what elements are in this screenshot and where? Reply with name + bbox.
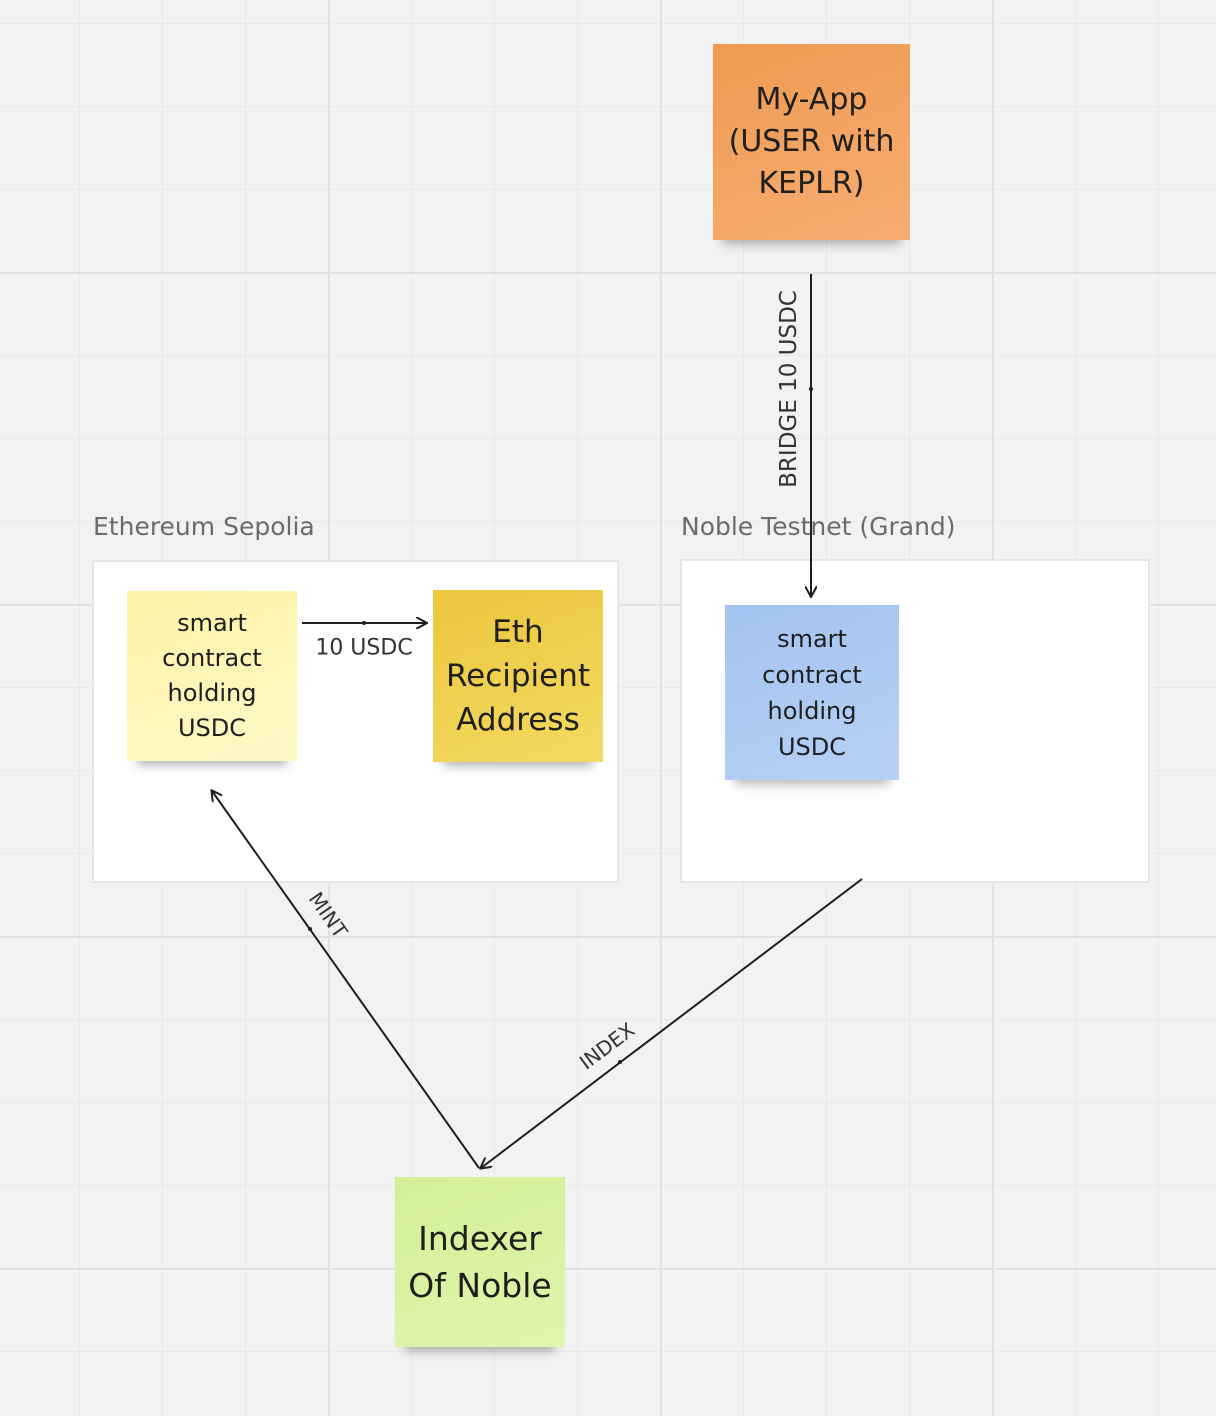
bridge-connector-midpoint — [809, 387, 813, 391]
sticky-eth-recipient-text: Eth Recipient Address — [445, 614, 591, 738]
frame-title-ethereum-sepolia: Ethereum Sepolia — [93, 512, 315, 541]
bridge-connector-label: BRIDGE 10 USDC — [776, 290, 802, 488]
transfer-connector-label: 10 USDC — [315, 635, 413, 661]
sticky-my-app-text: My-App (USER with KEPLR) — [728, 82, 895, 201]
sticky-eth-contract[interactable]: smart contract holding USDC — [127, 591, 297, 761]
frame-title-noble-testnet: Noble Testnet (Grand) — [681, 512, 956, 541]
sticky-noble-contract[interactable]: smart contract holding USDC — [725, 605, 899, 780]
transfer-connector-midpoint — [362, 621, 366, 625]
frame-noble-testnet[interactable] — [680, 559, 1150, 883]
index-connector-midpoint — [618, 1060, 622, 1064]
mint-connector[interactable] — [212, 791, 480, 1169]
sticky-my-app[interactable]: My-App (USER with KEPLR) — [713, 44, 910, 240]
mint-connector-midpoint — [308, 927, 312, 931]
sticky-indexer-text: Indexer Of Noble — [408, 1219, 552, 1305]
sticky-eth-contract-text: smart contract holding USDC — [162, 609, 262, 742]
index-connector[interactable] — [481, 878, 863, 1168]
sticky-indexer[interactable]: Indexer Of Noble — [395, 1177, 565, 1347]
sticky-eth-recipient[interactable]: Eth Recipient Address — [433, 590, 603, 762]
sticky-noble-contract-text: smart contract holding USDC — [762, 624, 862, 761]
